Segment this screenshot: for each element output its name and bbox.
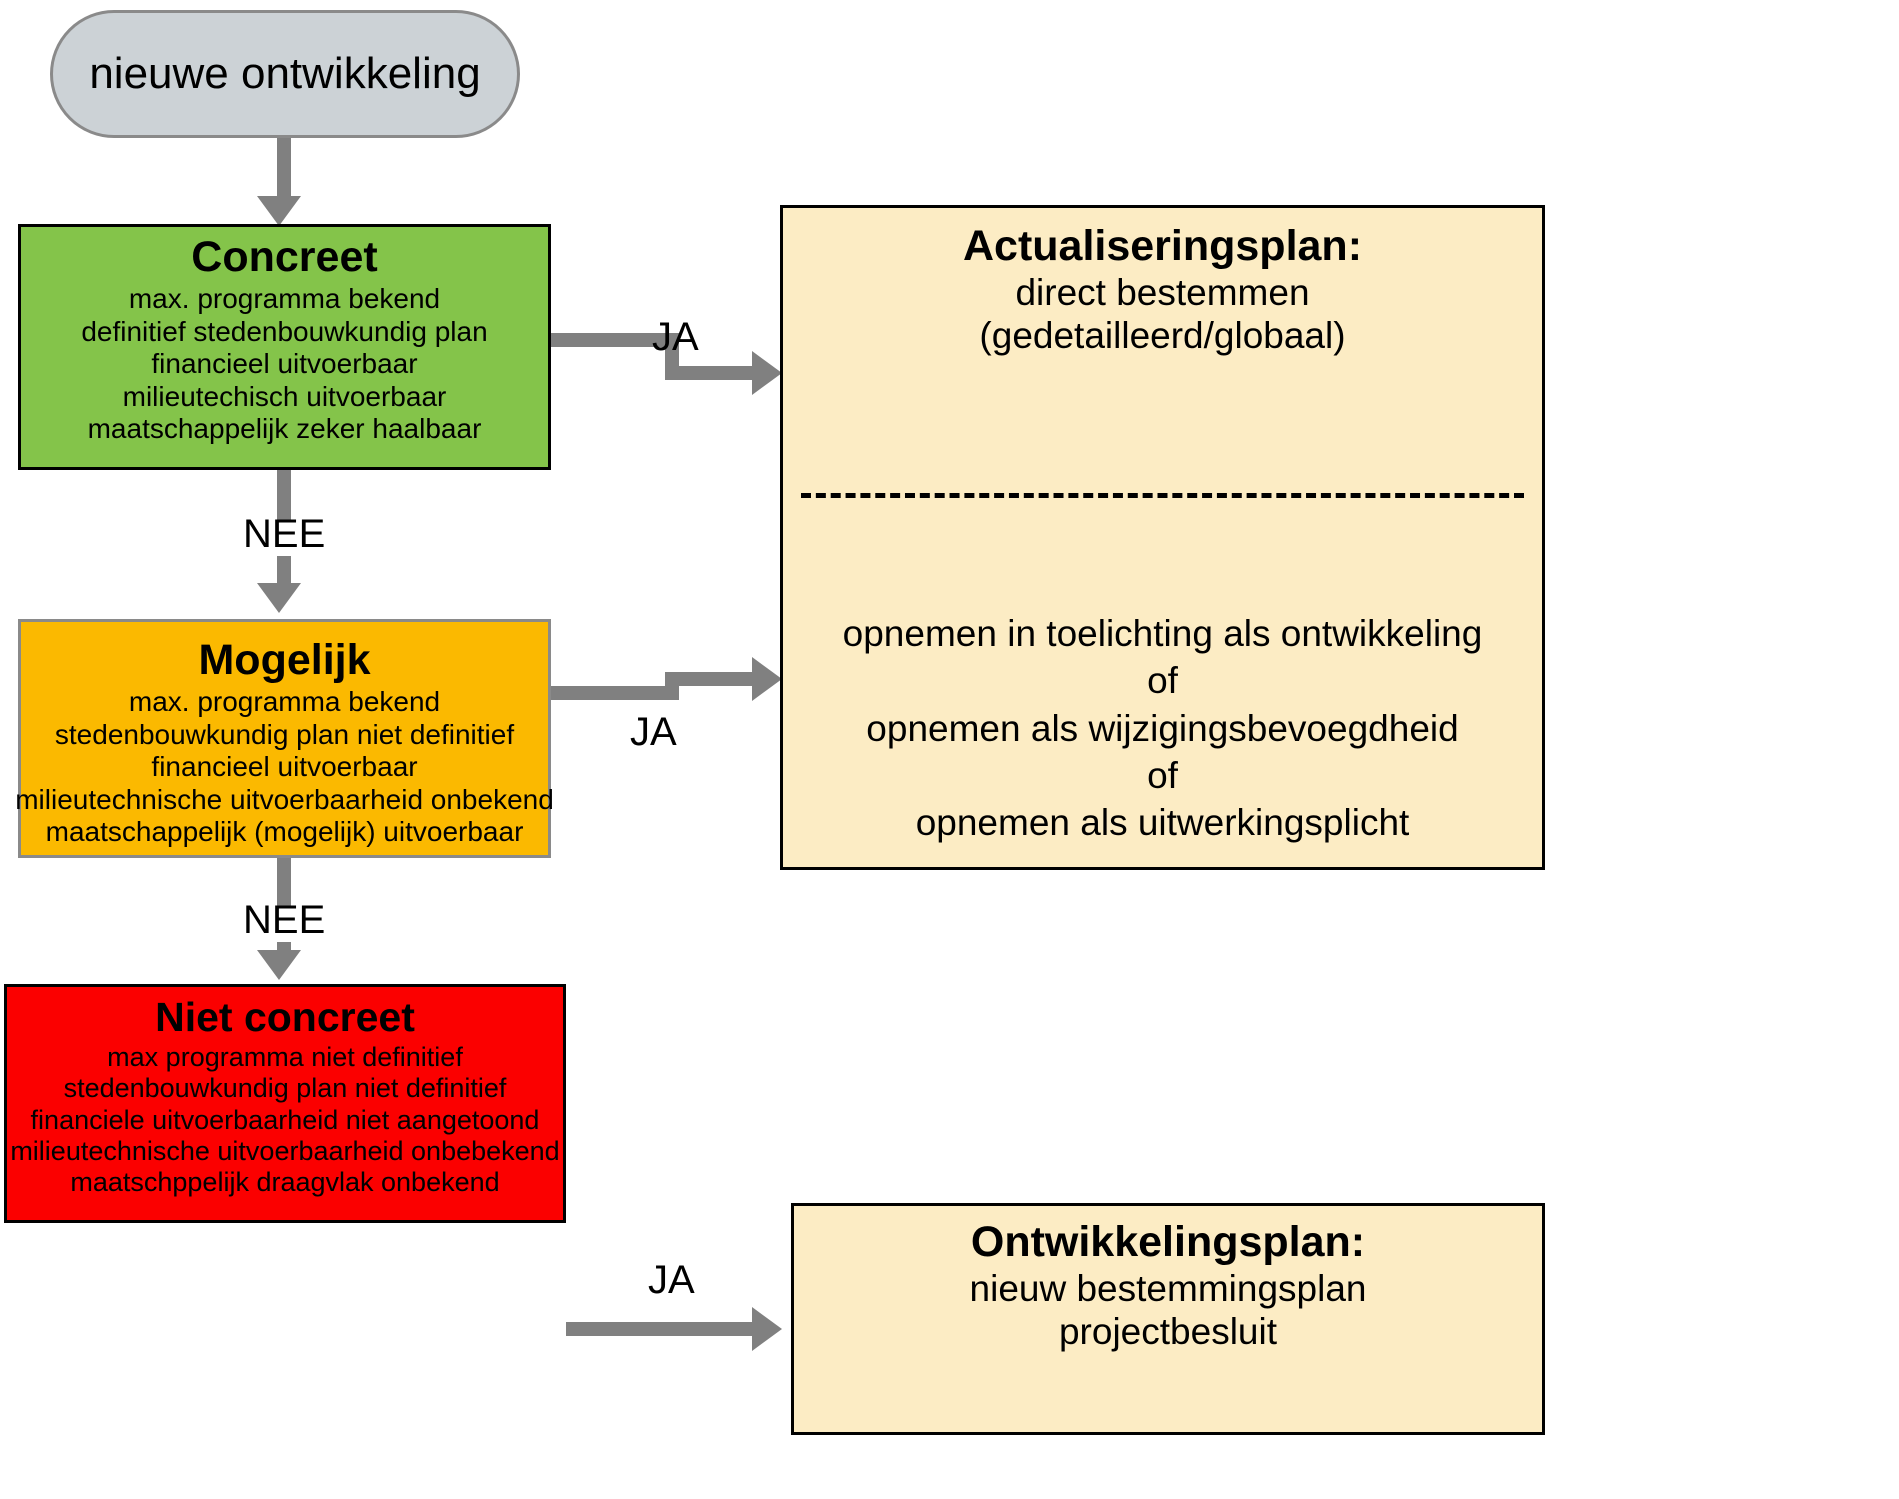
- edge-label-concreet-nee: NEE: [243, 512, 326, 556]
- mogelijk-criterion: max. programma bekend: [128, 686, 441, 718]
- edge-label-mogelijk-nee: NEE: [243, 898, 326, 942]
- actualiseringsplan-upper-line: (gedetailleerd/globaal): [979, 315, 1346, 357]
- connector-mogelijk-nee-arrow: [257, 950, 301, 980]
- decision-node-mogelijk[interactable]: Mogelijk max. programma bekend stedenbou…: [15, 619, 554, 858]
- niet-concreet-criterion: max programma niet definitief: [107, 1041, 463, 1072]
- connector-concreet-nee-segment-1: [277, 470, 291, 520]
- start-node-nieuwe-ontwikkeling[interactable]: nieuwe ontwikkeling: [50, 10, 520, 138]
- actualiseringsplan-title: Actualiseringsplan:: [962, 222, 1363, 270]
- edge-label-mogelijk-ja: JA: [630, 710, 677, 754]
- niet-concreet-title: Niet concreet: [155, 994, 415, 1040]
- concreet-criterion: financieel uitvoerbaar: [151, 348, 418, 380]
- actualiseringsplan-lower-lines: opnemen in toelichting als ontwikkeling …: [783, 610, 1542, 847]
- niet-concreet-criterion: maatschppelijk draagvlak onbekend: [70, 1167, 500, 1198]
- outcome-node-actualiseringsplan[interactable]: Actualiseringsplan: direct bestemmen (ge…: [780, 205, 1545, 870]
- connector-mogelijk-nee-segment-1: [277, 858, 291, 906]
- decision-node-concreet[interactable]: Concreet max. programma bekend definitie…: [18, 224, 551, 470]
- ontwikkelingsplan-title: Ontwikkelingsplan:: [970, 1218, 1366, 1266]
- mogelijk-criterion: stedenbouwkundig plan niet definitief: [54, 718, 515, 750]
- actualiseringsplan-lower-line: of: [1147, 755, 1178, 797]
- connector-mogelijk-ja-arrow: [752, 657, 782, 701]
- concreet-title: Concreet: [191, 233, 378, 281]
- connector-niet-concreet-ja-arrow: [752, 1307, 782, 1351]
- connector-mogelijk-ja-segment-1: [551, 686, 679, 700]
- start-node-label: nieuwe ontwikkeling: [89, 49, 481, 99]
- concreet-criterion: milieutechisch uitvoerbaar: [122, 380, 447, 412]
- connector-niet-concreet-ja-line: [566, 1322, 766, 1336]
- niet-concreet-criterion: financiele uitvoerbaarheid niet aangetoo…: [30, 1104, 540, 1135]
- niet-concreet-criterion: milieutechnische uitvoerbaarheid onbebek…: [10, 1135, 560, 1166]
- connector-concreet-ja-arrow: [752, 351, 782, 395]
- actualiseringsplan-lower-line: of: [1147, 660, 1178, 702]
- actualiseringsplan-dashed-divider: [801, 493, 1524, 498]
- edge-label-niet-concreet-ja: JA: [648, 1258, 695, 1302]
- mogelijk-criterion: financieel uitvoerbaar: [151, 751, 418, 783]
- mogelijk-criteria-list: max. programma bekend stedenbouwkundig p…: [15, 686, 554, 848]
- mogelijk-criterion: maatschappelijk (mogelijk) uitvoerbaar: [45, 816, 524, 848]
- mogelijk-criterion: milieutechnische uitvoerbaarheid onbeken…: [15, 783, 554, 815]
- niet-concreet-criteria-list: max programma niet definitief stedenbouw…: [10, 1042, 559, 1199]
- niet-concreet-criterion: stedenbouwkundig plan niet definitief: [63, 1073, 507, 1104]
- connector-mogelijk-ja-segment-3: [665, 672, 764, 686]
- concreet-criterion: max. programma bekend: [128, 283, 441, 315]
- connector-concreet-nee-arrow: [257, 583, 301, 613]
- connector-concreet-nee-segment-2: [277, 556, 291, 586]
- concreet-criterion: maatschappelijk zeker haalbaar: [87, 413, 482, 445]
- connector-concreet-ja-segment-3: [665, 366, 764, 380]
- actualiseringsplan-lower-line: opnemen in toelichting als ontwikkeling: [842, 613, 1483, 654]
- concreet-criteria-list: max. programma bekend definitief stedenb…: [81, 283, 487, 445]
- actualiseringsplan-lower-line: opnemen als uitwerkingsplicht: [915, 802, 1410, 844]
- connector-concreet-ja-segment-1: [551, 333, 679, 347]
- ontwikkelingsplan-line: nieuw bestemmingsplan: [969, 1268, 1367, 1310]
- actualiseringsplan-upper-line: direct bestemmen: [1015, 272, 1310, 314]
- ontwikkelingsplan-line: projectbesluit: [1058, 1311, 1277, 1353]
- edge-label-concreet-ja: JA: [652, 315, 699, 359]
- outcome-node-ontwikkelingsplan[interactable]: Ontwikkelingsplan: nieuw bestemmingsplan…: [791, 1203, 1545, 1435]
- mogelijk-title: Mogelijk: [198, 636, 371, 684]
- connector-start-to-concreet-arrow: [257, 196, 301, 226]
- connector-start-to-concreet-line: [277, 138, 291, 200]
- actualiseringsplan-lower-line: opnemen als wijzigingsbevoegdheid: [866, 707, 1459, 749]
- decision-node-niet-concreet[interactable]: Niet concreet max programma niet definit…: [4, 984, 566, 1223]
- concreet-criterion: definitief stedenbouwkundig plan: [81, 315, 488, 347]
- actualiseringsplan-upper-lines: direct bestemmen (gedetailleerd/globaal): [979, 272, 1345, 358]
- ontwikkelingsplan-lines: nieuw bestemmingsplan projectbesluit: [970, 1268, 1367, 1354]
